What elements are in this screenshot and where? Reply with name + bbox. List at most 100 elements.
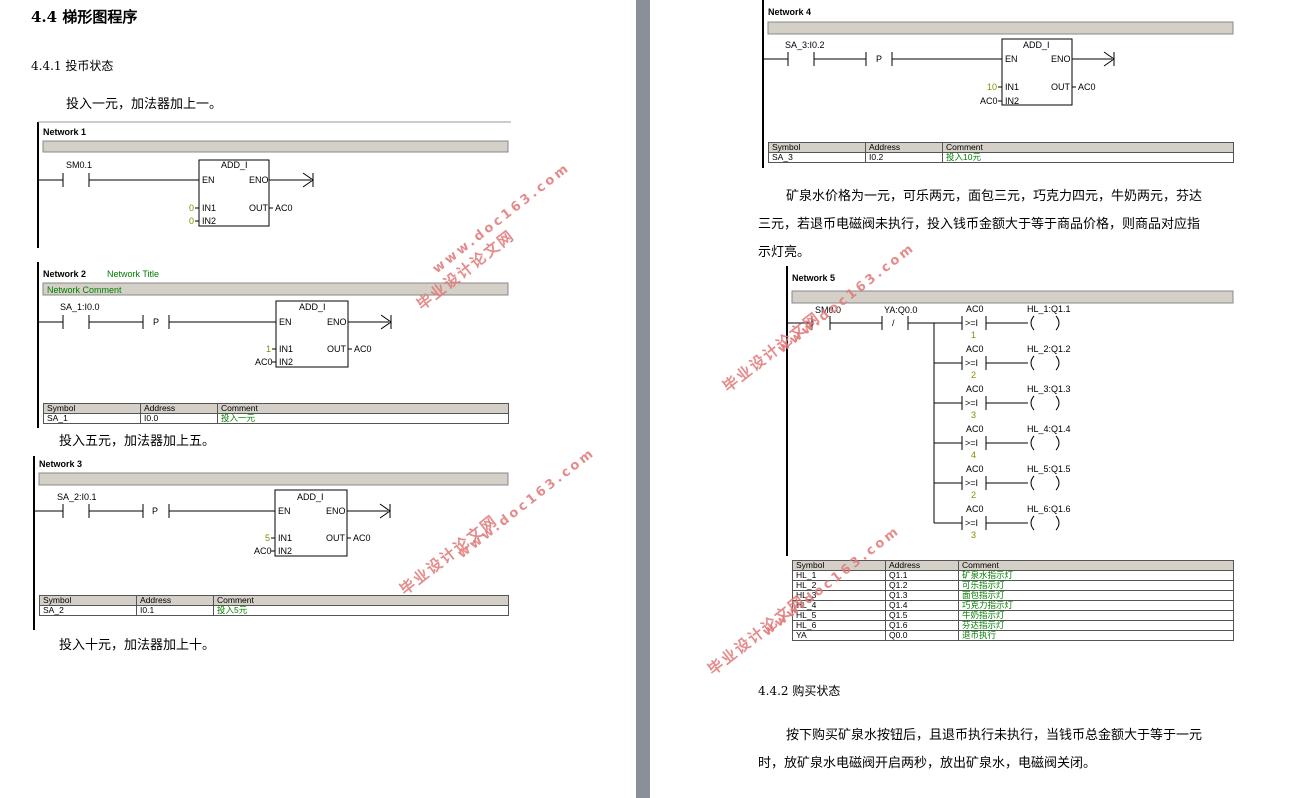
cell-comment: 投入一元 — [217, 413, 509, 424]
cell-address: I0.0 — [140, 413, 218, 424]
symbol-table-3: Symbol Address Comment SA_2 I0.1 投入5元 — [39, 595, 509, 616]
p-contact: P — [153, 317, 160, 327]
cell-address: Q1.2 — [885, 580, 959, 591]
compare-operand: AC0 — [966, 504, 984, 514]
compare-operator: >=I — [965, 478, 979, 488]
cell-address: Q1.1 — [885, 570, 959, 581]
out-value: AC0 — [354, 344, 372, 354]
network-1-label: Network 1 — [43, 127, 87, 137]
in2-value: AC0 — [980, 96, 998, 106]
compare-value: 2 — [971, 490, 977, 500]
coil-left — [1030, 315, 1035, 331]
out-pin: OUT — [249, 203, 268, 213]
cell-symbol: HL_5 — [792, 610, 886, 621]
table-row: SA_3 I0.2 投入10元 — [768, 152, 1234, 163]
col-comment: Comment — [213, 595, 509, 606]
subsection-heading: 4.4.1 投币状态 — [31, 59, 114, 73]
contact-sm00: SM0.0 — [815, 305, 842, 315]
cell-address: I0.2 — [865, 152, 943, 163]
out-value: AC0 — [353, 533, 371, 543]
cell-symbol: SA_1 — [43, 413, 141, 424]
network-4-label: Network 4 — [768, 7, 812, 17]
cell-address: Q1.5 — [885, 610, 959, 621]
en-pin: EN — [278, 506, 291, 516]
compare-operator: >=I — [965, 358, 979, 368]
network-2-title: Network Title — [107, 269, 160, 279]
coil-right — [1055, 395, 1060, 411]
in2-value: 0 — [189, 216, 195, 226]
contact-label: SA_3:I0.2 — [785, 40, 825, 50]
coil-right — [1055, 355, 1060, 371]
p-contact: P — [152, 506, 159, 516]
cell-address: I0.1 — [136, 605, 214, 616]
ladder-network-2: Network 2 Network Title Network Comment … — [33, 262, 513, 430]
compare-operator: >=I — [965, 318, 979, 328]
paragraph-buy-line-2: 时，放矿泉水电磁阀开启两秒，放出矿泉水，电磁阀关闭。 — [758, 756, 1097, 771]
compare-operator: >=I — [965, 438, 979, 448]
contact-label: SM0.1 — [66, 160, 93, 170]
contact-label: SA_2:I0.1 — [57, 492, 97, 502]
cell-symbol: YA — [792, 630, 886, 641]
compare-operator: >=I — [965, 398, 979, 408]
cell-comment: 巧克力指示灯 — [958, 600, 1234, 611]
cell-comment: 面包指示灯 — [958, 590, 1234, 601]
p-contact: P — [876, 54, 883, 64]
contact-ya: YA:Q0.0 — [884, 305, 918, 315]
eno-pin: ENO — [327, 317, 347, 327]
box-title: ADD_I — [297, 492, 324, 502]
compare-operator: >=I — [965, 518, 979, 528]
in2-value: AC0 — [255, 357, 273, 367]
coil-label: HL_2:Q1.2 — [1027, 344, 1071, 354]
cell-address: Q1.6 — [885, 620, 959, 631]
eno-pin: ENO — [249, 175, 269, 185]
in1-pin: IN1 — [278, 533, 293, 543]
coil-label: HL_1:Q1.1 — [1027, 304, 1071, 314]
cell-symbol: SA_3 — [768, 152, 866, 163]
coil-left — [1030, 395, 1035, 411]
coil-left — [1030, 435, 1035, 451]
coil-right — [1055, 475, 1060, 491]
eno-pin: ENO — [326, 506, 346, 516]
col-comment: Comment — [942, 142, 1234, 153]
in2-pin: IN2 — [1005, 96, 1020, 106]
ladder-network-1: Network 1 SM0.1 ADD_I EN ENO IN1 IN2 OUT… — [33, 120, 513, 250]
coil-right — [1055, 315, 1060, 331]
en-pin: EN — [202, 175, 215, 185]
in1-value: 5 — [265, 533, 271, 543]
paragraph-prices-line-3: 示灯亮。 — [758, 245, 811, 260]
box-title: ADD_I — [1023, 40, 1050, 50]
cell-comment: 投入5元 — [213, 605, 509, 616]
table-row: SA_2 I0.1 投入5元 — [39, 605, 509, 616]
paragraph-ten-yuan: 投入十元，加法器加上十。 — [59, 638, 216, 653]
compare-value: 4 — [971, 450, 977, 460]
col-address: Address — [865, 142, 943, 153]
compare-operand: AC0 — [966, 464, 984, 474]
in1-pin: IN1 — [279, 344, 294, 354]
cell-comment: 退币执行 — [958, 630, 1234, 641]
compare-operand: AC0 — [966, 384, 984, 394]
ladder-network-3: Network 3 SA_2:I0.1 P ADD_I EN ENO IN1 I… — [29, 452, 513, 632]
cell-comment: 投入10元 — [942, 152, 1234, 163]
coil-right — [1055, 435, 1060, 451]
box-title: ADD_I — [221, 160, 248, 170]
col-symbol: Symbol — [768, 142, 866, 153]
coil-label: HL_3:Q1.3 — [1027, 384, 1071, 394]
coil-label: HL_6:Q1.6 — [1027, 504, 1071, 514]
out-value: AC0 — [1078, 82, 1096, 92]
cell-address: Q1.4 — [885, 600, 959, 611]
col-address: Address — [885, 560, 959, 571]
table-row: SA_1 I0.0 投入一元 — [43, 413, 509, 424]
col-address: Address — [136, 595, 214, 606]
coil-left — [1030, 475, 1035, 491]
eno-pin: ENO — [1051, 54, 1071, 64]
out-value: AC0 — [275, 203, 293, 213]
section-heading: 4.4 梯形图程序 — [31, 8, 138, 26]
col-address: Address — [140, 403, 218, 414]
